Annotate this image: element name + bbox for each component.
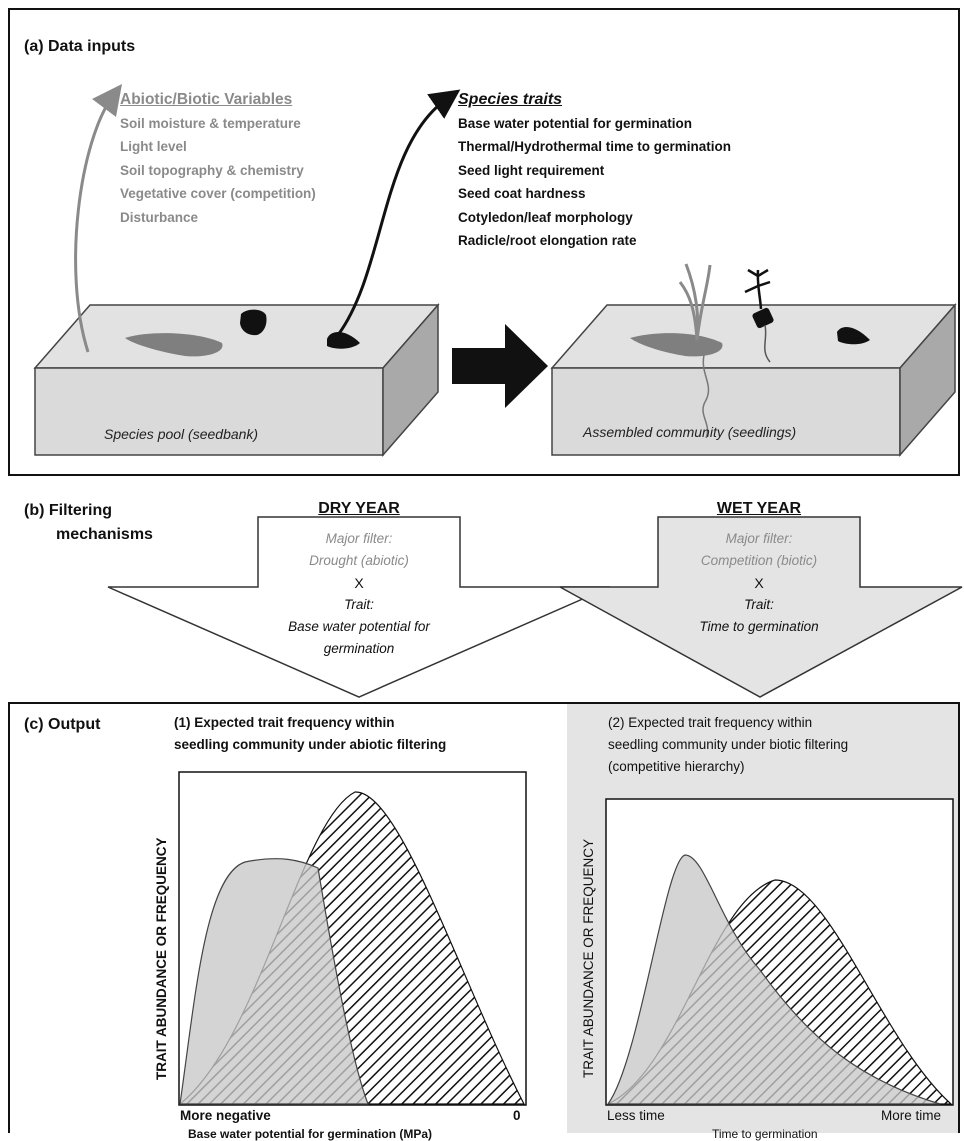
wet-filter-label: Major filter: [725,531,793,546]
chart2-heading: (2) Expected trait frequency within seed… [608,712,848,778]
dry-filter: Drought (abiotic) [309,553,409,568]
filter-arrows [107,516,963,698]
chart1-plot [178,771,527,1106]
trait-item: Thermal/Hydrothermal time to germination [458,139,732,154]
panel-b-title-line1: (b) Filtering [24,502,112,519]
panel-c-title: (c) Output [24,716,101,733]
chart2-x-right: More time [881,1108,942,1123]
species-pool-label: Species pool (seedbank) [104,426,259,442]
broadleaf-seedling [744,268,771,310]
abiotic-item: Soil moisture & temperature [120,115,301,131]
trait-item: Radicle/root elongation rate [458,233,637,248]
dry-year-header: DRY YEAR [318,500,400,517]
chart1-gray-curve [179,858,369,1105]
panel-a-title: (a) Data inputs [24,38,136,55]
transition-arrow [452,324,548,408]
chart2-heading-line: seedling community under biotic filterin… [608,737,849,752]
trait-item: Seed coat hardness [458,186,586,201]
assembled-community-label: Assembled community (seedlings) [583,424,797,440]
chart1-heading-line: seedling community under abiotic filteri… [174,737,447,752]
chart1-heading-line: (1) Expected trait frequency within [174,715,395,730]
wet-trait-label: Trait: [744,597,774,612]
chart2-heading-line: (competitive hierarchy) [608,759,745,774]
abiotic-arrow [74,83,122,353]
traits-heading: Species traits [458,91,563,108]
dry-trait: Base water potential for [288,619,430,634]
panel-a-illustration [33,83,957,457]
traits-arrow [336,89,461,336]
abiotic-variables-list: Abiotic/Biotic Variables Soil moisture &… [120,88,316,229]
dry-filter-label: Major filter: [325,531,393,546]
chart1-x-left: More negative [180,1108,271,1123]
dry-trait: germination [323,641,395,656]
chart2-xlabel: Time to germination [712,1127,818,1141]
wet-x: X [754,575,764,591]
trait-item: Seed light requirement [458,162,605,178]
grass-seedling [678,263,712,341]
wet-year-header: WET YEAR [716,500,802,517]
elongated-seed [125,333,223,357]
chart2-plot [605,798,954,1106]
trait-item: Cotyledon/leaf morphology [458,209,633,225]
abiotic-item: Soil topography & chemistry [120,162,304,178]
panel-c-frame [8,702,960,1133]
chart1-xlabel: Base water potential for germination (MP… [188,1127,433,1141]
dry-year-text: Major filter: Drought (abiotic) X Trait:… [234,528,484,660]
wet-year-arrow [559,516,963,698]
trait-item: Base water potential for germination [458,115,693,131]
chart1-ylabel: TRAIT ABUNDANCE OR FREQUENCY [154,838,169,1081]
chart2-heading-line: (2) Expected trait frequency within [608,715,813,730]
seedbank-soil-block [33,303,440,457]
abiotic-item: Light level [120,139,187,154]
abiotic-item: Disturbance [120,209,199,225]
panel-b-title-line2: mechanisms [56,526,153,543]
abiotic-heading: Abiotic/Biotic Variables [120,91,293,108]
chart2-gray-curve [606,854,941,1105]
wet-year-text: Major filter: Competition (biotic) X Tra… [634,528,884,638]
round-seed [240,309,267,336]
community-soil-block [550,303,957,457]
dry-year-arrow [107,516,611,698]
abiotic-item: Vegetative cover (competition) [120,186,316,201]
dry-trait-label: Trait: [344,597,374,612]
wet-trait: Time to germination [699,619,819,634]
chart2-ylabel: TRAIT ABUNDANCE OR FREQUENCY [581,839,596,1078]
chart1-heading: (1) Expected trait frequency within seed… [174,712,446,756]
chart2-x-left: Less time [607,1108,665,1123]
triangular-seed [327,331,360,349]
dry-x: X [354,575,364,591]
panel-a-frame [8,8,960,476]
wet-filter: Competition (biotic) [700,553,818,568]
chart1-x-right: 0 [513,1108,521,1123]
species-traits-list: Species traits Base water potential for … [458,88,731,253]
